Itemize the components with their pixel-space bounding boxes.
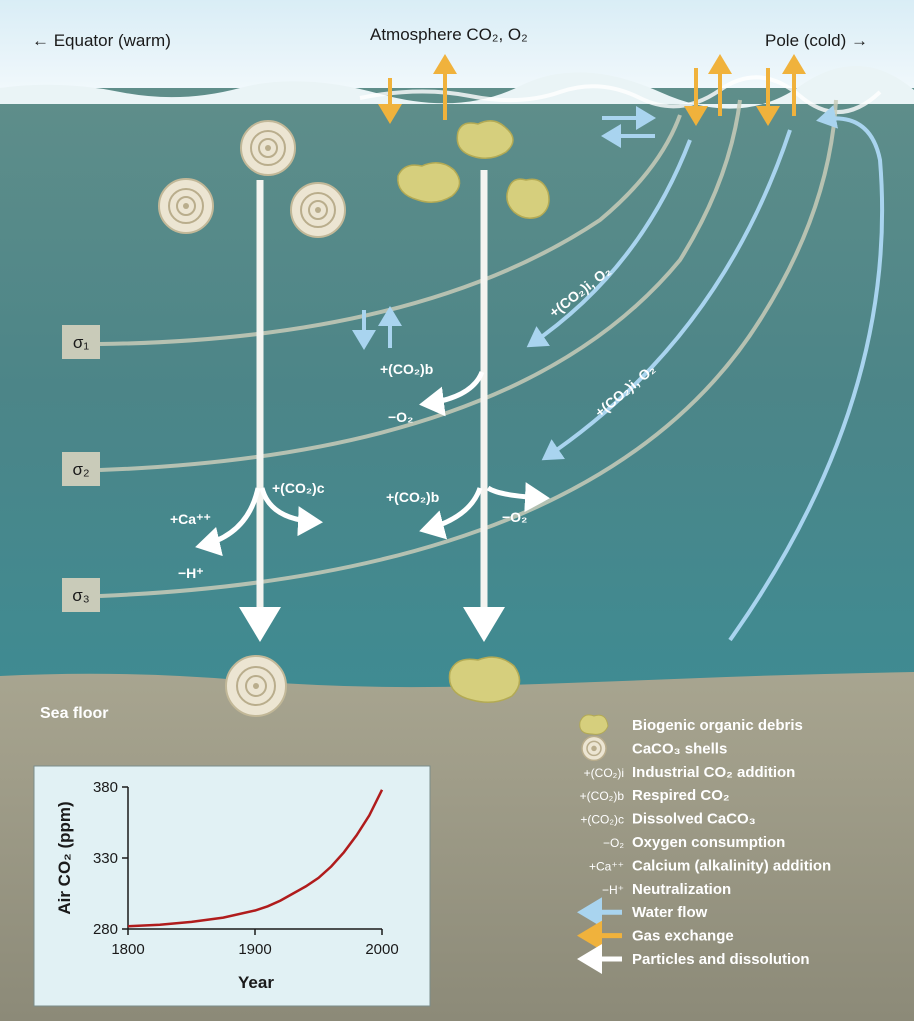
y-tick-label: 380	[93, 779, 118, 796]
sigma1-box	[62, 325, 100, 359]
legend-label: Calcium (alkalinity) addition	[632, 857, 831, 874]
sigma2-label: σ₂	[72, 460, 89, 479]
legend-label: Dissolved CaCO₃	[632, 811, 756, 828]
neutralization-label: −H⁺	[178, 565, 204, 581]
oxygen-consumption-label-lower: −O₂	[502, 509, 527, 525]
respiration-arrow-lower-right	[486, 482, 550, 513]
equator-label: ← Equator (warm)	[32, 31, 171, 50]
shell-icon	[225, 655, 287, 717]
respiration-arrow-upper	[419, 370, 485, 417]
legend-code: +(CO₂)i	[584, 766, 624, 780]
shell-icon	[290, 182, 346, 238]
shell-icon	[581, 735, 607, 762]
organic-debris-icon	[506, 178, 550, 219]
shell-icon	[158, 178, 214, 234]
legend-label: Oxygen consumption	[632, 834, 785, 851]
sigma3-box	[62, 578, 100, 612]
co2-chart: 280 330 380 1800 1900 2000 Year Air CO₂ (ppm…	[33, 765, 431, 1007]
organic-debris-icon	[397, 162, 461, 203]
sea-surface	[0, 65, 914, 109]
sigma2-box	[62, 452, 100, 486]
shell-icon	[240, 120, 296, 176]
legend-code: +(CO₂)c	[580, 813, 624, 827]
legend-label: CaCO₃ shells	[632, 740, 727, 757]
legend-label: Gas exchange	[632, 928, 734, 945]
legend-code: +(CO₂)b	[580, 789, 625, 803]
dissolved-caco3-label: +(CO₂)c	[272, 480, 325, 496]
calcium-addition-label: +Ca⁺⁺	[170, 511, 211, 527]
water-flow-down-lower	[541, 129, 792, 461]
legend-label: Biogenic organic debris	[632, 717, 803, 734]
legend-label: Neutralization	[632, 881, 731, 898]
oxygen-consumption-label-upper: −O₂	[388, 409, 413, 425]
legend-label: Industrial CO₂ addition	[632, 764, 795, 781]
organic-debris-icon	[579, 714, 609, 735]
legend-label: Particles and dissolution	[632, 951, 810, 968]
y-tick-label: 330	[93, 850, 118, 867]
atmosphere-label: Atmosphere CO₂, O₂	[370, 25, 528, 44]
dissolution-arrow-ca	[195, 487, 261, 557]
water-flow-deep-return	[728, 105, 885, 642]
legend-label: Water flow	[632, 904, 708, 921]
chart-background	[33, 765, 431, 1007]
organic-debris-icon	[456, 120, 514, 159]
respired-co2-label-lower: +(CO₂)b	[386, 489, 439, 505]
surface-foam	[359, 75, 882, 114]
legend-code: +Ca⁺⁺	[589, 859, 624, 873]
pole-label: Pole (cold) →	[765, 31, 868, 50]
y-axis-title: Air CO₂ (ppm)	[55, 801, 74, 914]
respired-co2-label-upper: +(CO₂)b	[380, 361, 433, 377]
x-axis-title: Year	[238, 973, 274, 992]
legend-code: −H⁺	[602, 883, 624, 897]
dissolution-arrow-co2c	[259, 487, 323, 537]
isopycnal-sigma3	[99, 99, 838, 598]
isopycnal-sigma1	[99, 114, 682, 346]
isopycnal-sigma2	[99, 99, 742, 472]
x-tick-label: 2000	[365, 941, 398, 958]
sigma1-label: σ₁	[73, 333, 89, 352]
x-tick-label: 1800	[111, 941, 144, 958]
sea-floor-label: Sea floor	[40, 705, 108, 722]
legend-code: −O₂	[603, 836, 624, 850]
x-ticks: 1800 1900 2000	[111, 929, 399, 958]
co2-series-line	[127, 789, 384, 928]
y-ticks: 280 330 380	[93, 779, 128, 938]
respiration-arrow-lower-left	[419, 487, 483, 540]
organic-debris-icon	[448, 656, 521, 703]
sigma3-label: σ₃	[72, 586, 89, 605]
x-tick-label: 1900	[238, 941, 271, 958]
legend-label: Respired CO₂	[632, 787, 730, 804]
y-tick-label: 280	[93, 921, 118, 938]
water-flow-down-upper	[526, 139, 692, 348]
